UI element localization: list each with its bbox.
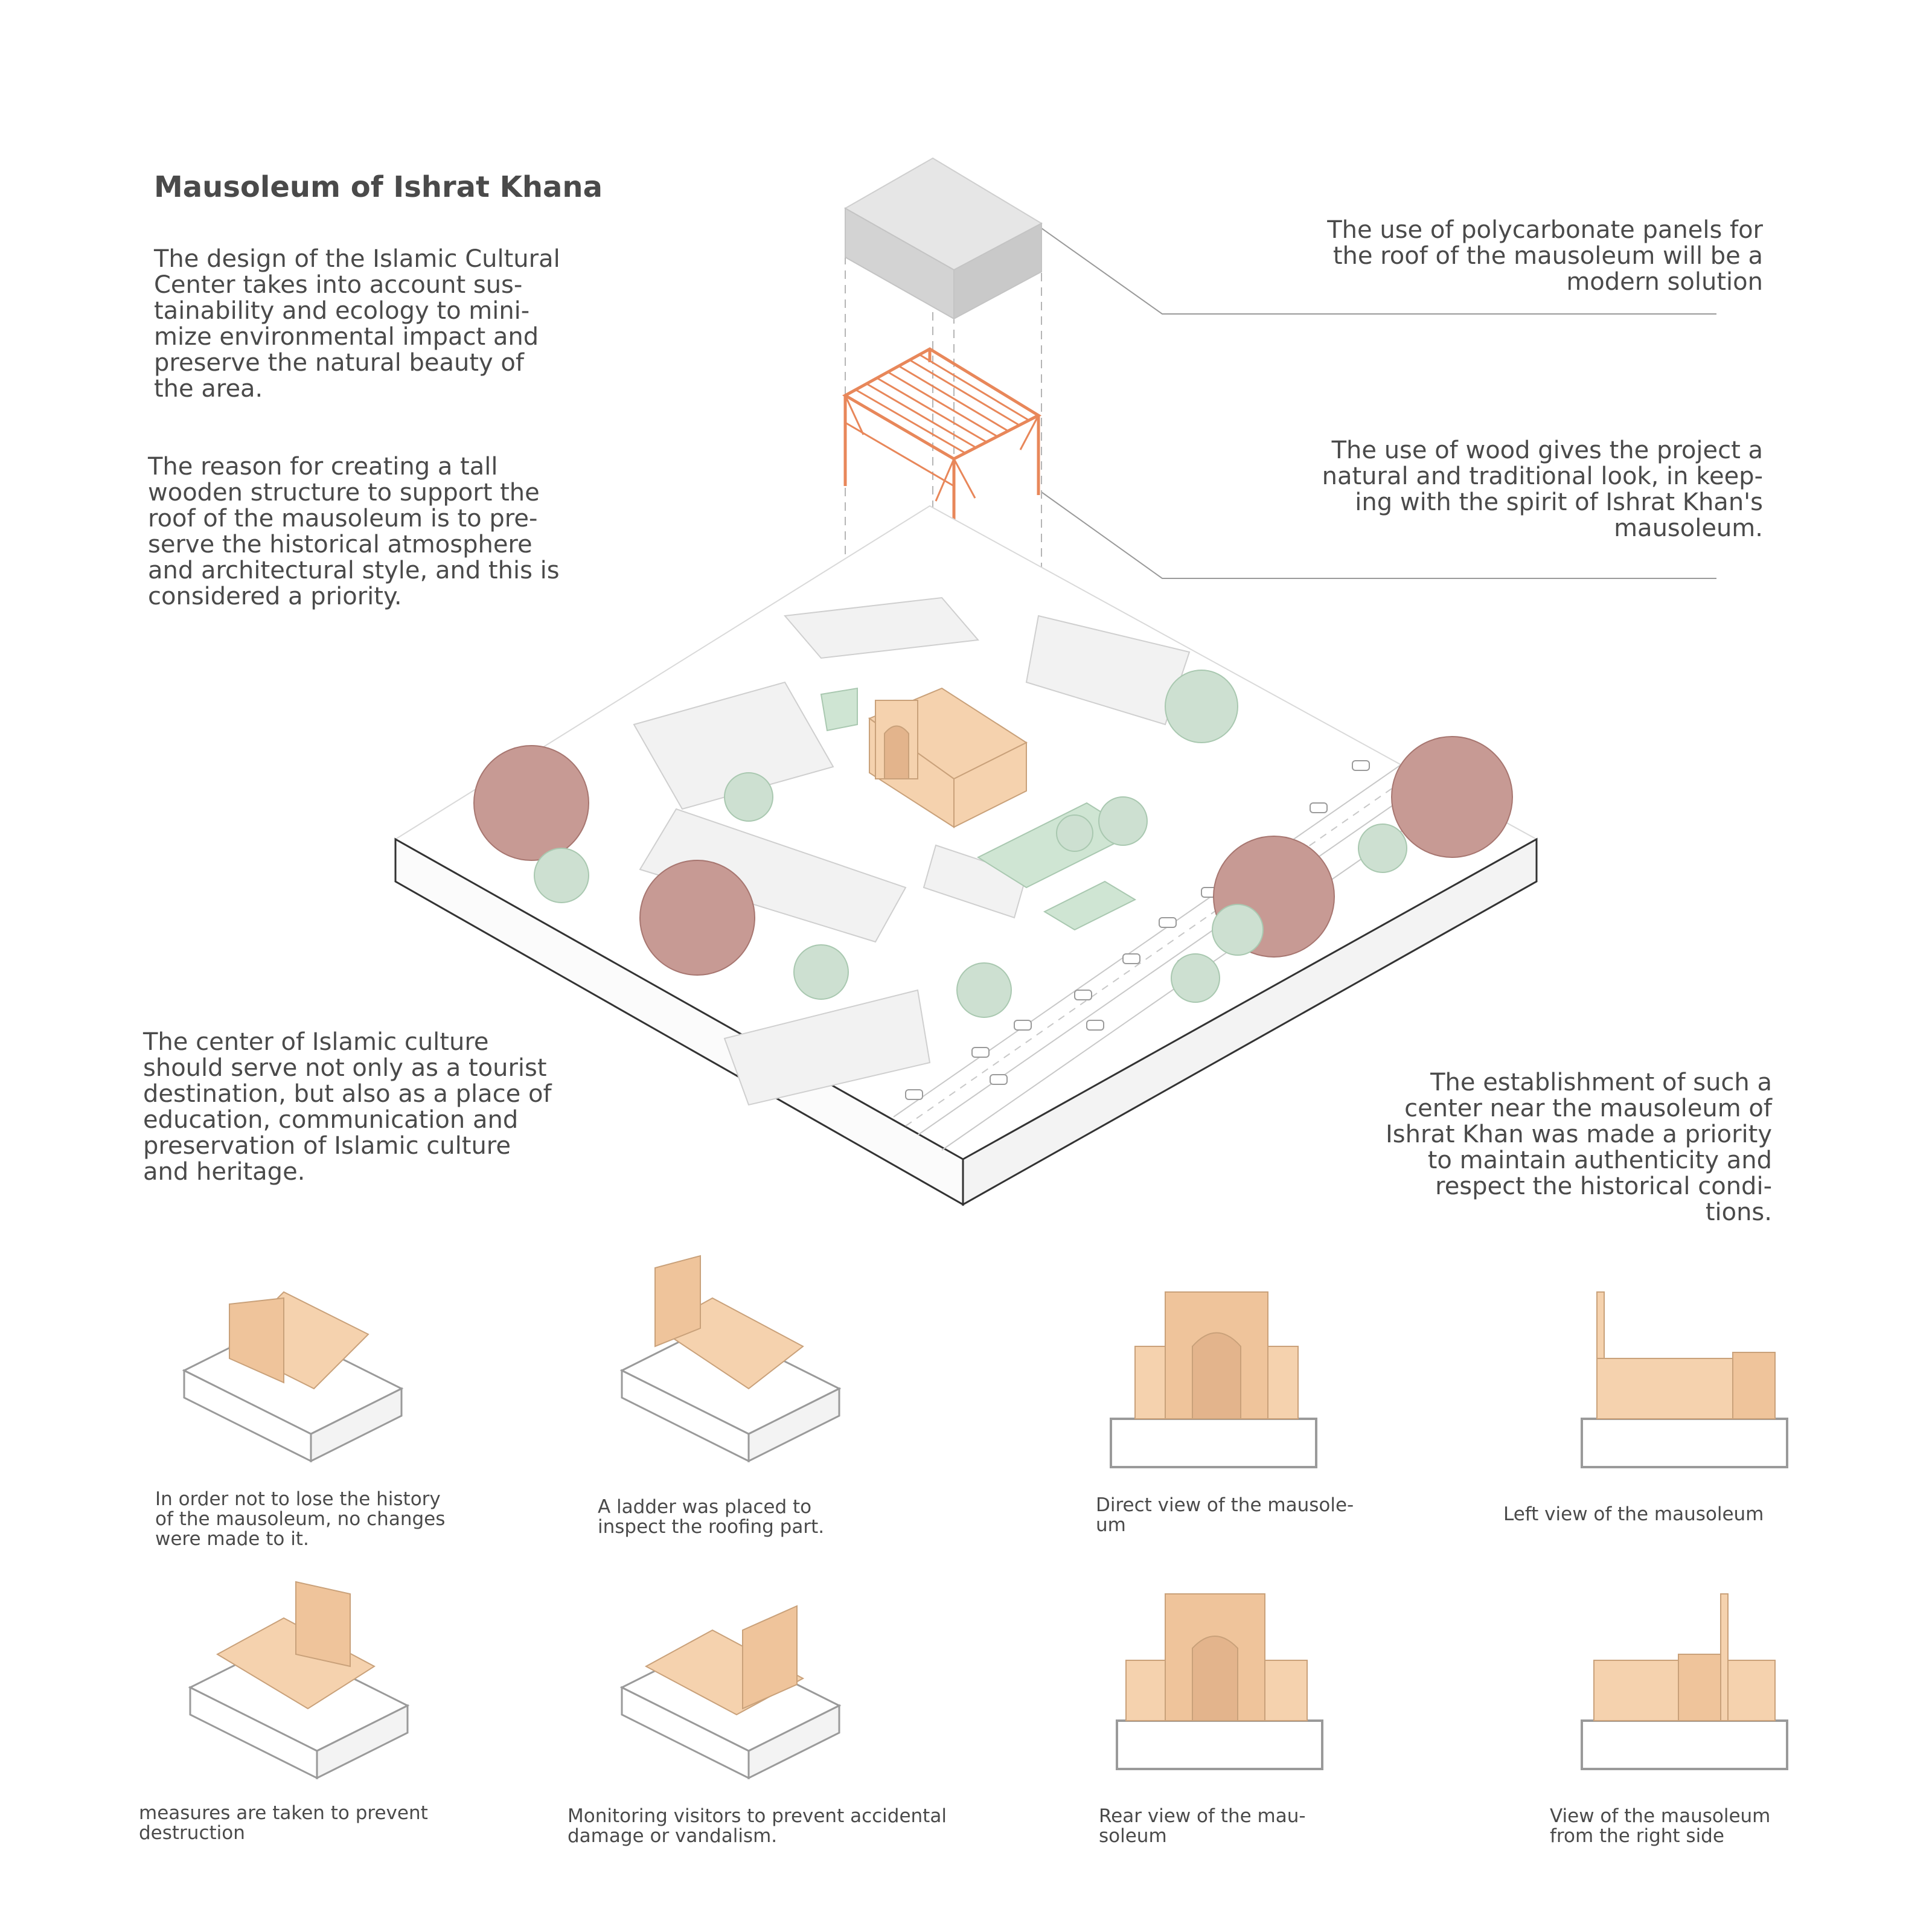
iso-view-4 — [619, 1605, 842, 1780]
caption-left-view: Left view of the mausoleum — [1503, 1503, 1764, 1525]
caption-monitoring: Monitoring visitors to prevent accidenta… — [568, 1805, 947, 1847]
caption-measures: measures are taken to prevent destructio… — [139, 1802, 428, 1844]
caption-direct-view: Direct view of the mausole- um — [1096, 1494, 1354, 1536]
polycarbonate-text: The use of polycarbonate panels for the … — [1327, 216, 1763, 296]
page-title: Mausoleum of Ishrat Khana — [154, 170, 603, 204]
courtyard-greenery — [820, 687, 1137, 931]
establishment-text: The establishment of such a center near … — [1385, 1069, 1772, 1226]
iso-view-1 — [182, 1291, 404, 1463]
caption-rear-view: Rear view of the mau- soleum — [1099, 1805, 1306, 1847]
caption-right-view: View of the mausoleum from the right sid… — [1550, 1805, 1771, 1847]
trees — [473, 670, 1513, 1018]
wooden-reason-text: The reason for creating a tall wooden st… — [148, 453, 560, 610]
wood-text: The use of wood gives the project a natu… — [1322, 437, 1763, 542]
rear-view — [1116, 1593, 1323, 1770]
leader-lines — [1041, 228, 1716, 579]
left-view — [1581, 1291, 1788, 1468]
context-buildings — [633, 597, 1191, 1106]
wooden-truss-structure — [842, 347, 1042, 546]
design-intro-text: The design of the Islamic Cultural Cente… — [154, 245, 560, 403]
caption-no-changes: In order not to lose the history of the … — [155, 1488, 446, 1550]
iso-view-2 — [619, 1255, 842, 1463]
front-view — [1110, 1291, 1317, 1468]
cultural-center-text: The center of Islamic culture should ser… — [143, 1028, 552, 1186]
mausoleum-main — [868, 687, 1028, 828]
site-base — [394, 505, 1538, 1206]
caption-ladder: A ladder was placed to inspect the roofi… — [598, 1496, 825, 1538]
iso-view-3 — [188, 1581, 410, 1780]
polycarbonate-roof — [843, 157, 1043, 320]
right-view — [1581, 1593, 1788, 1770]
